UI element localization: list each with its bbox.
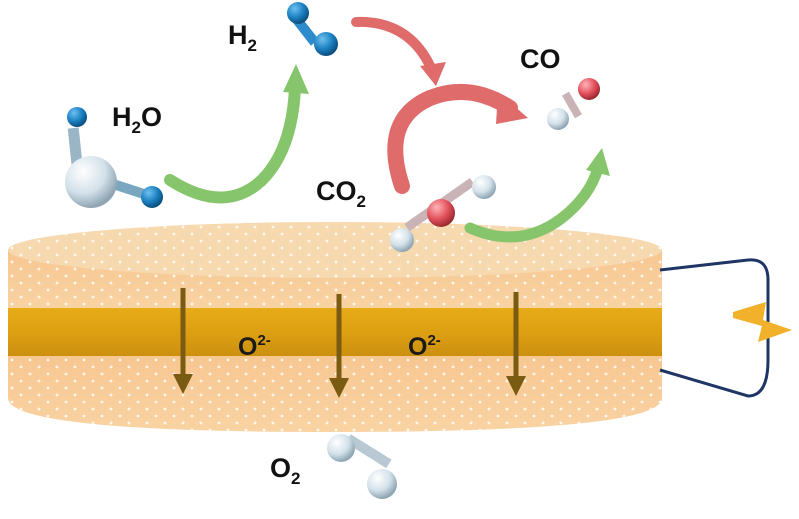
co2-label: CO2 xyxy=(316,176,366,211)
external-circuit xyxy=(659,258,770,398)
down-arrow-middle xyxy=(329,294,349,398)
down-arrow-left xyxy=(173,288,193,394)
lightning-bolt-icon xyxy=(733,302,792,342)
green-arrow-co2-to-co xyxy=(464,148,610,243)
carbon-dioxide-molecule xyxy=(390,175,496,252)
red-arrow-co2-to-co xyxy=(387,83,528,194)
hydrogen-molecule xyxy=(287,2,338,56)
oxide-ion-label-left: O2- xyxy=(238,332,271,361)
fuel-cell-disc xyxy=(8,222,662,432)
red-arrow-top xyxy=(351,16,446,86)
h2-label: H2 xyxy=(228,20,257,55)
oxide-ion-label-right: O2- xyxy=(408,332,441,361)
h2o-label: H2O xyxy=(112,102,162,137)
o2-label: O2 xyxy=(270,453,300,488)
down-arrow-right xyxy=(506,292,526,396)
oxide-ion-arrows xyxy=(173,288,526,398)
oxygen-molecule xyxy=(327,434,397,499)
co-label: CO xyxy=(520,44,561,74)
carbon-monoxide-molecule xyxy=(547,78,600,130)
electrolyte-layer xyxy=(8,306,662,356)
water-molecule xyxy=(65,107,163,208)
green-arrow-h2o-to-h2 xyxy=(164,64,309,204)
